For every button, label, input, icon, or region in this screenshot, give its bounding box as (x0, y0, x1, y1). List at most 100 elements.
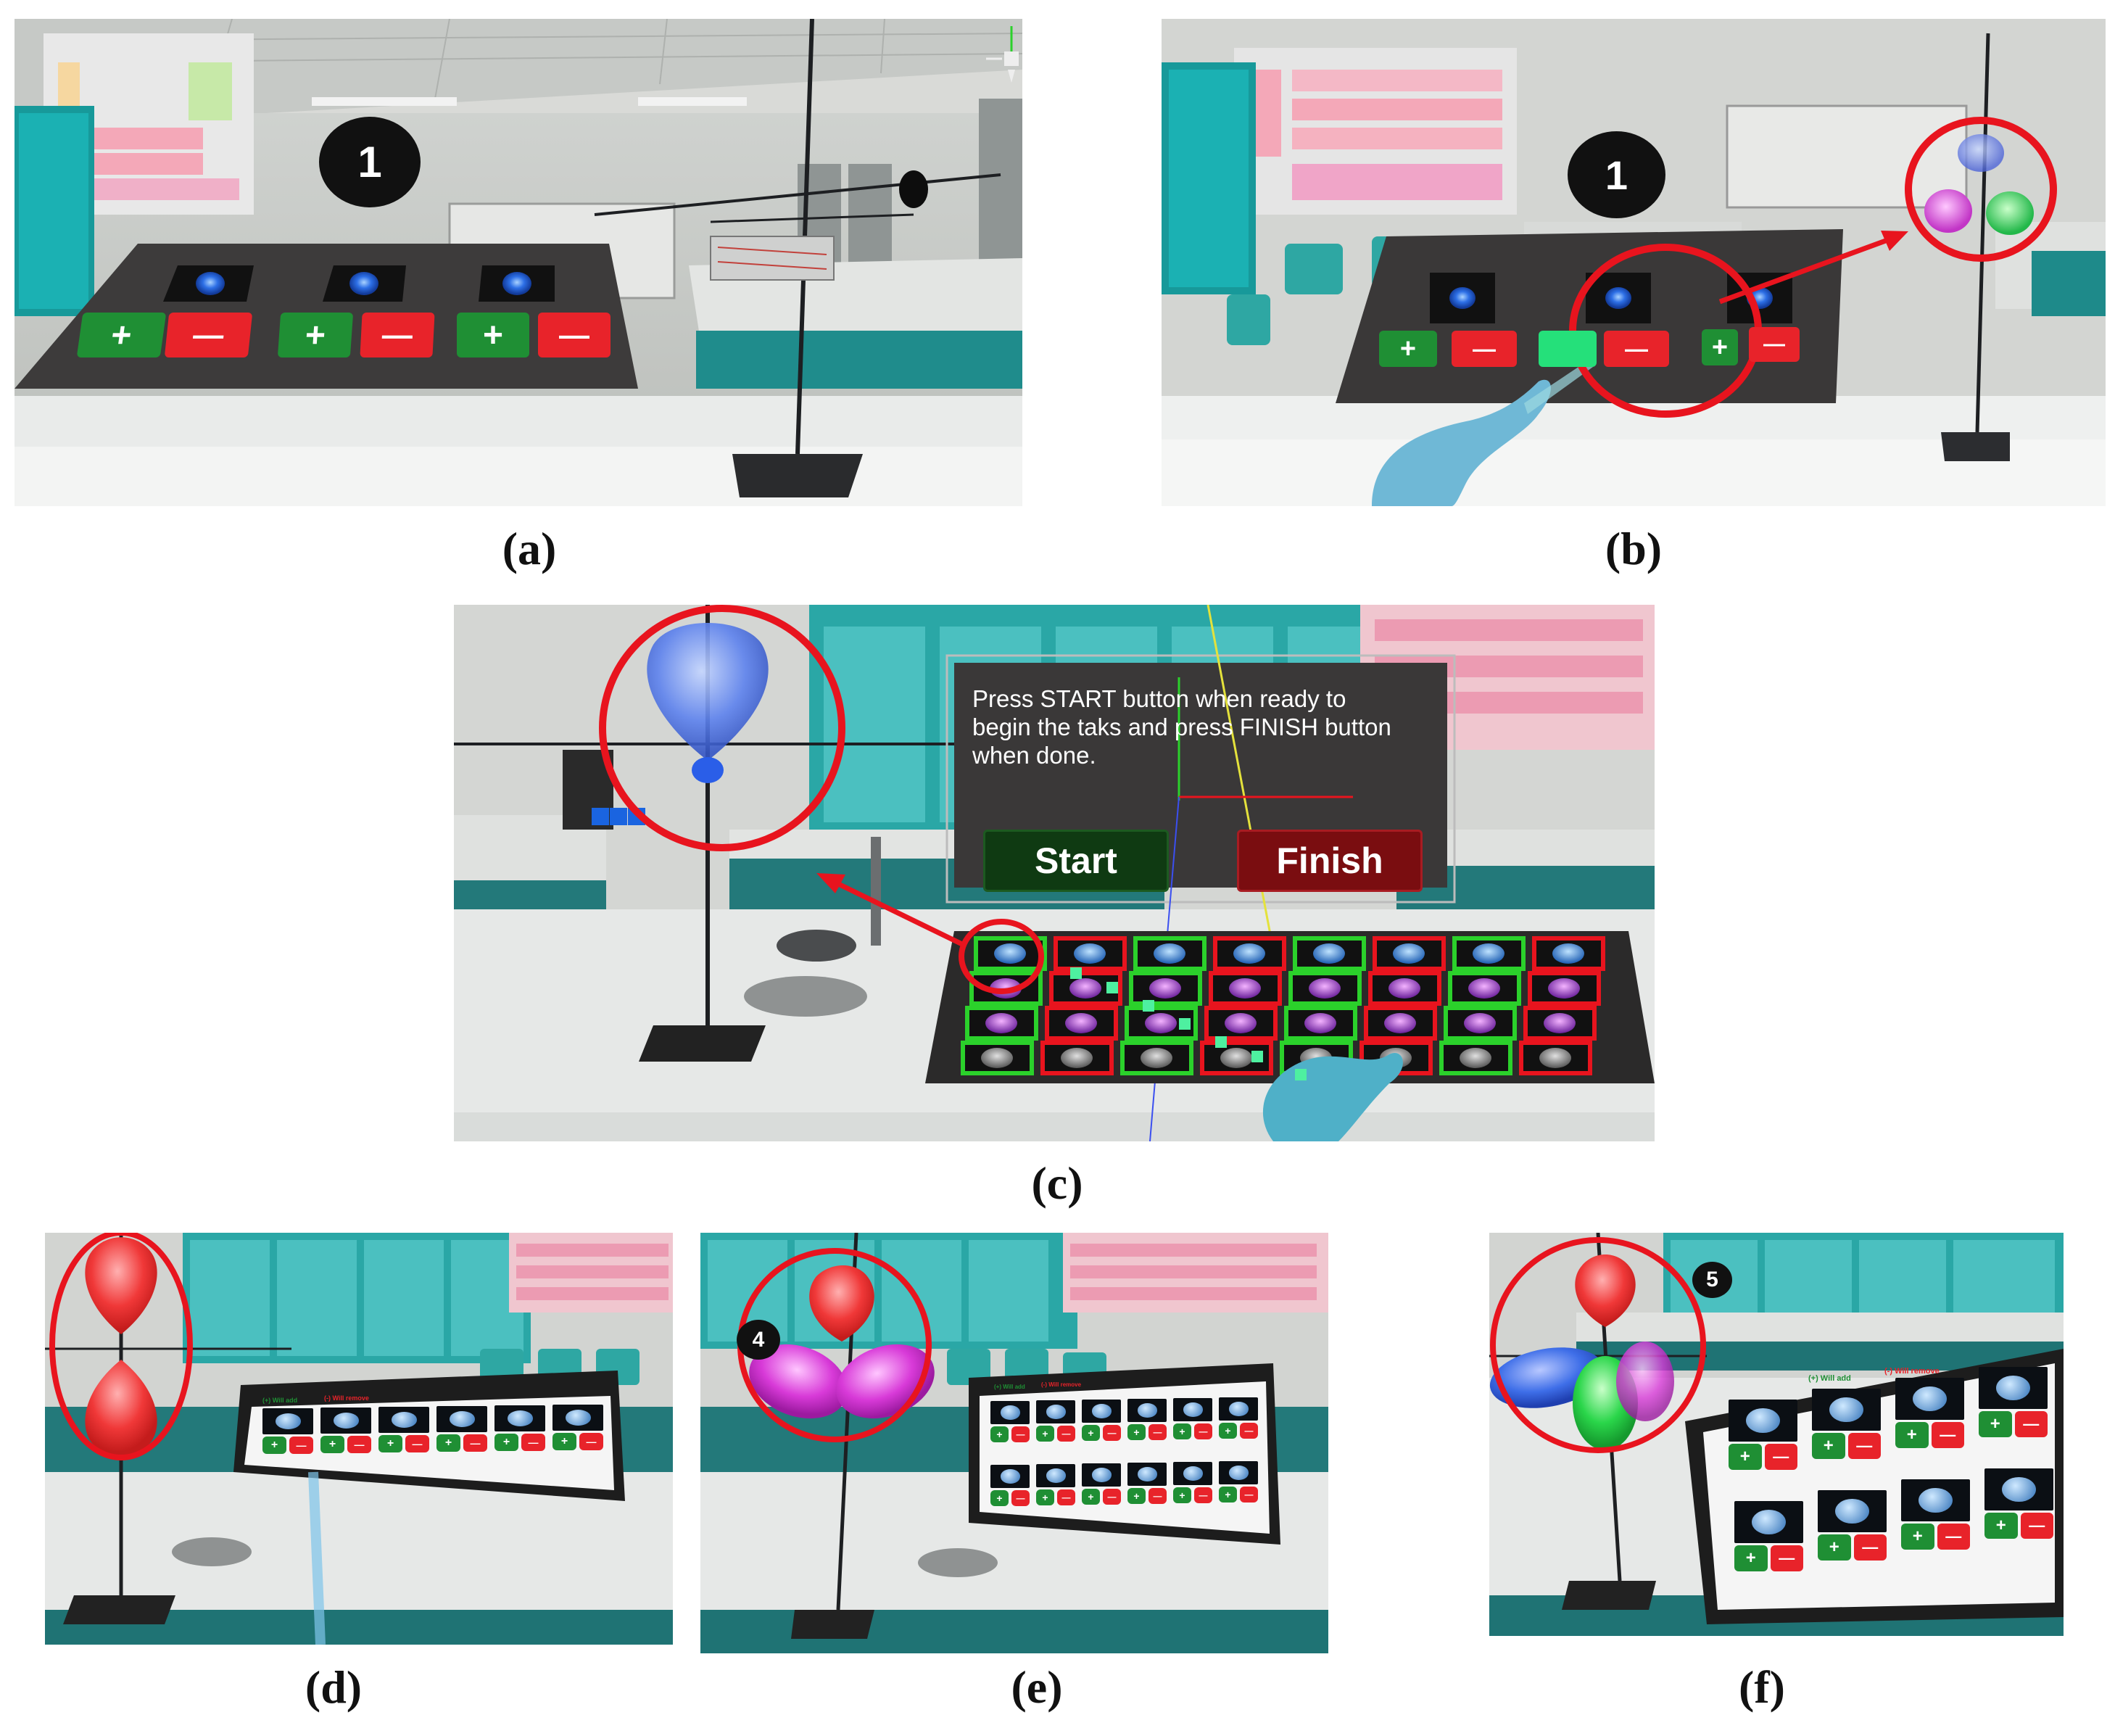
remove-orbital-button[interactable]: — (1011, 1426, 1030, 1442)
orbital-lobe-icon (1228, 1402, 1249, 1416)
remove-orbital-button[interactable]: — (1749, 327, 1800, 362)
orbital-tile[interactable] (1204, 1006, 1278, 1041)
remove-orbital-button[interactable]: — (347, 1436, 371, 1453)
orbital-tile-icon (994, 943, 1026, 964)
remove-orbital-button[interactable]: — (360, 313, 435, 357)
add-orbital-button[interactable]: + (457, 313, 529, 357)
add-orbital-button[interactable]: + (1082, 1425, 1100, 1441)
orbital-tile-icon (1074, 943, 1106, 964)
remove-orbital-button[interactable]: — (521, 1434, 545, 1451)
orbital-tile-icon (1544, 1013, 1576, 1033)
remove-orbital-button[interactable]: — (289, 1437, 313, 1454)
remove-orbital-button[interactable]: — (1931, 1422, 1964, 1448)
remove-orbital-button[interactable]: — (1764, 1444, 1797, 1470)
caption-c: (c) (1031, 1157, 1083, 1209)
add-orbital-button[interactable]: + (277, 313, 354, 357)
orbital-tile[interactable] (961, 1041, 1034, 1075)
orbital-tile-icon (1036, 1400, 1075, 1423)
orbital-tile[interactable] (1368, 971, 1441, 1006)
remove-orbital-button[interactable]: — (1452, 331, 1517, 367)
add-orbital-button[interactable]: + (262, 1437, 286, 1454)
start-button[interactable]: Start (983, 830, 1169, 892)
add-orbital-button[interactable]: + (436, 1434, 460, 1452)
remove-orbital-button[interactable]: — (1853, 1534, 1887, 1561)
remove-orbital-button[interactable]: — (1057, 1426, 1075, 1442)
remove-orbital-button[interactable]: — (1103, 1489, 1121, 1505)
add-orbital-button[interactable]: + (1818, 1534, 1851, 1561)
remove-orbital-button[interactable]: — (1148, 1424, 1167, 1440)
orbital-tile-icon (1309, 978, 1341, 999)
add-orbital-button[interactable]: + (1219, 1423, 1237, 1439)
remove-orbital-button[interactable]: — (1057, 1489, 1075, 1505)
add-orbital-button[interactable]: + (1036, 1426, 1054, 1442)
orbital-lobe-icon (1912, 1386, 1948, 1412)
stand-pole (1975, 33, 1990, 433)
remove-orbital-button[interactable]: — (2020, 1513, 2053, 1539)
add-orbital-button[interactable]: + (1082, 1489, 1100, 1505)
add-orbital-button[interactable]: + (494, 1434, 518, 1451)
add-orbital-button[interactable]: + (990, 1490, 1009, 1506)
add-orbital-button[interactable]: + (1173, 1487, 1191, 1503)
orbital-lobe-icon (1995, 1375, 2031, 1401)
caption-d: (d) (305, 1661, 363, 1713)
finish-button[interactable]: Finish (1237, 830, 1423, 892)
periodic-table-poster (1234, 48, 1517, 215)
step-badge: 1 (1568, 131, 1665, 218)
orbital-tile-icon (1229, 978, 1261, 999)
orbital-tile-icon (1220, 1048, 1252, 1068)
p-orbital-balloon (647, 623, 769, 783)
add-orbital-button[interactable]: + (320, 1436, 344, 1453)
add-orbital-button[interactable]: + (378, 1435, 402, 1452)
remove-orbital-button[interactable]: — (1604, 331, 1669, 367)
add-orbital-button[interactable]: + (1812, 1433, 1845, 1459)
remove-orbital-button[interactable]: — (1103, 1425, 1121, 1441)
remove-orbital-button[interactable]: — (579, 1433, 603, 1450)
remove-orbital-button[interactable]: — (1148, 1488, 1167, 1504)
ceiling-light (638, 97, 747, 106)
orbital-tile-icon (1984, 1468, 2053, 1510)
sink (172, 1537, 252, 1566)
add-orbital-button[interactable]: + (552, 1433, 576, 1450)
remove-orbital-button[interactable]: — (1011, 1490, 1030, 1506)
orbital-tile-icon (981, 1048, 1013, 1068)
add-orbital-button[interactable]: + (1127, 1488, 1146, 1504)
remove-orbital-button[interactable]: — (1937, 1524, 1970, 1550)
add-orbital-button[interactable]: + (1702, 329, 1738, 365)
add-orbital-button[interactable]: + (1379, 331, 1437, 367)
orbital-tile[interactable] (1284, 1006, 1357, 1041)
add-orbital-button[interactable]: + (76, 313, 167, 357)
add-orbital-button[interactable]: + (990, 1426, 1009, 1442)
remove-orbital-button[interactable]: — (164, 313, 253, 357)
add-orbital-button[interactable]: + (1036, 1489, 1054, 1505)
add-orbital-button[interactable]: + (1729, 1444, 1762, 1470)
add-orbital-button[interactable]: + (1734, 1545, 1768, 1571)
add-orbital-button-pressed[interactable] (1539, 331, 1597, 367)
add-header: (+) Will add (262, 1397, 298, 1404)
remove-orbital-button[interactable]: — (405, 1435, 429, 1452)
add-orbital-button[interactable]: + (1901, 1524, 1934, 1550)
remove-orbital-button[interactable]: — (1194, 1487, 1212, 1503)
remove-orbital-button[interactable]: — (1194, 1423, 1212, 1439)
remove-orbital-button[interactable]: — (1847, 1433, 1881, 1459)
remove-orbital-button[interactable]: — (1240, 1487, 1258, 1503)
add-orbital-button[interactable]: + (1173, 1423, 1191, 1439)
add-orbital-button[interactable]: + (1895, 1422, 1929, 1448)
stand-base (1941, 432, 2010, 461)
remove-orbital-button[interactable]: — (463, 1434, 487, 1452)
add-orbital-button[interactable]: + (1127, 1424, 1146, 1440)
remove-orbital-button[interactable]: — (2014, 1411, 2048, 1437)
remove-orbital-button[interactable]: — (538, 313, 611, 357)
orbital-tile-icon (1069, 978, 1101, 999)
orbital-tile-icon (1154, 943, 1185, 964)
add-orbital-button[interactable]: + (1219, 1487, 1237, 1503)
orbital-tile-icon (1225, 1013, 1257, 1033)
orbital-tile[interactable] (1444, 1006, 1517, 1041)
orbital-tile-icon (494, 1405, 545, 1431)
add-orbital-button[interactable]: + (1984, 1513, 2018, 1539)
add-orbital-button[interactable]: + (1979, 1411, 2012, 1437)
remove-orbital-button[interactable]: — (1240, 1423, 1258, 1439)
remove-orbital-button[interactable]: — (1770, 1545, 1803, 1571)
orbital-tile-icon (1468, 978, 1500, 999)
orbital-tile-icon (1393, 943, 1425, 964)
orbital-tile-icon (1812, 1389, 1881, 1431)
